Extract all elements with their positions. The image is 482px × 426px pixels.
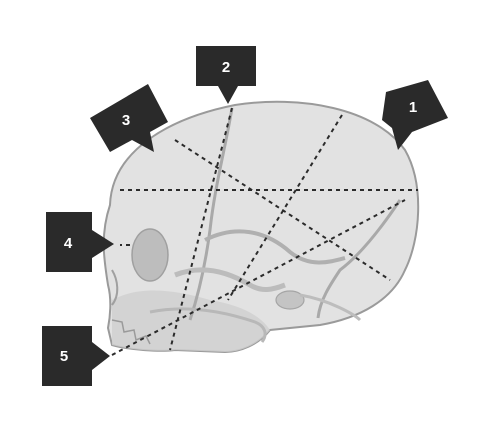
ear-canal bbox=[275, 290, 305, 310]
callout-2-box bbox=[196, 46, 256, 104]
callout-2: 2 bbox=[196, 46, 256, 104]
zygomatic-arch bbox=[174, 267, 286, 292]
callout-4-box bbox=[46, 212, 114, 272]
nasal-cavity bbox=[111, 269, 119, 306]
squamosal-suture bbox=[204, 229, 346, 265]
skull-illustration bbox=[102, 100, 420, 354]
callout-2-label: 2 bbox=[222, 59, 230, 76]
callout-1-box bbox=[382, 80, 448, 150]
callout-4-label: 4 bbox=[64, 235, 73, 252]
callout-5-label: 5 bbox=[60, 348, 68, 365]
face-shade bbox=[112, 290, 270, 352]
callout-4: 4 bbox=[46, 212, 114, 272]
callout-1: 1 bbox=[382, 80, 448, 150]
measure-line-diagonal-2 bbox=[174, 139, 391, 281]
mandible bbox=[149, 307, 267, 343]
measurement-lines bbox=[111, 107, 418, 356]
teeth bbox=[111, 319, 151, 345]
cranium-outline bbox=[102, 100, 420, 354]
callout-1-label: 1 bbox=[409, 99, 417, 116]
mastoid-shade bbox=[299, 293, 362, 322]
measure-line-vertical bbox=[169, 107, 233, 351]
orbit bbox=[131, 228, 169, 282]
callout-3: 3 bbox=[90, 84, 168, 152]
callout-3-label: 3 bbox=[122, 112, 130, 129]
callout-3-box bbox=[90, 84, 168, 152]
callout-5: 5 bbox=[42, 326, 110, 386]
callout-5-box bbox=[42, 326, 110, 386]
coronal-suture bbox=[188, 107, 234, 321]
